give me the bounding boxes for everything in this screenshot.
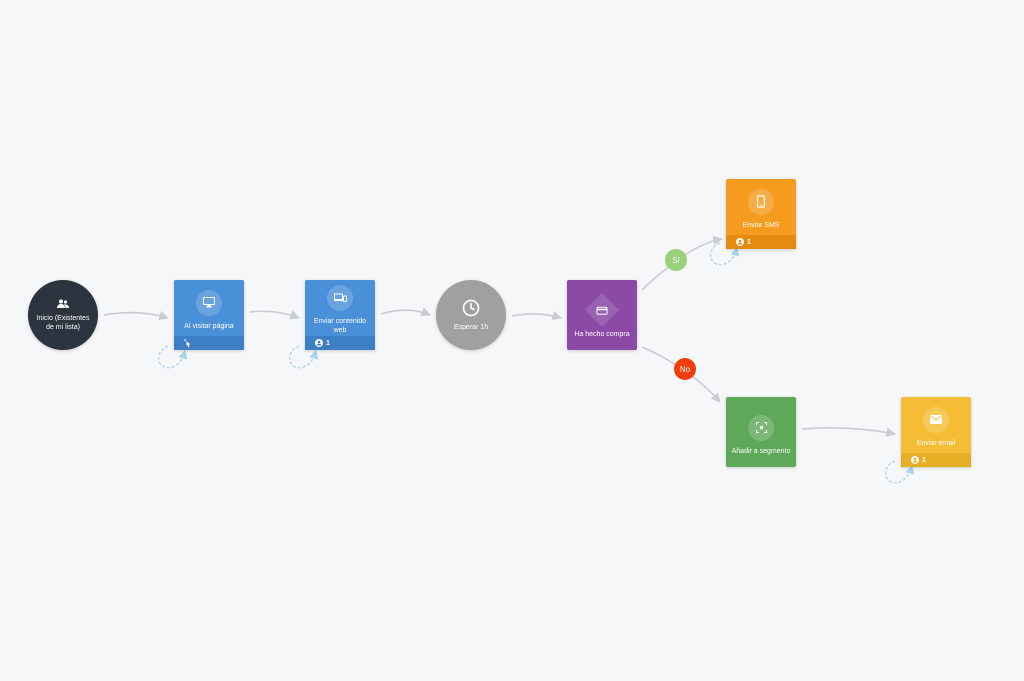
envelope-icon-badge [923,406,949,433]
devices-icon-badge [327,285,353,311]
node-visit-page[interactable]: Al visitar página [174,280,244,350]
node-purchase-check-label: Ha hecho compra [574,330,630,338]
node-send-email[interactable]: Enviar email 1 [901,397,971,467]
node-add-segment[interactable]: Añadir a segmento [726,397,796,467]
monitor-icon [203,297,215,308]
link-check-to-sms [641,235,723,291]
node-start[interactable]: Inicio (Existentes de mi lista) [28,280,98,350]
node-send-sms[interactable]: Enviar SMS 1 [726,179,796,249]
users-icon [57,299,69,308]
node-visit-page-label: Al visitar página [184,322,234,330]
segment-focus-icon-badge [748,414,774,441]
smartphone-icon-badge [748,188,774,215]
node-send-sms-footer: 1 [726,235,796,249]
node-send-email-label: Enviar email [916,439,956,447]
devices-icon [333,293,347,302]
loop-email [885,460,915,484]
node-visit-page-footer [174,336,244,350]
credit-card-icon-diamond [585,292,619,327]
branch-no-label: No [679,364,691,374]
node-web-content[interactable]: Enviar contenido web 1 [305,280,375,350]
monitor-icon-badge [196,289,222,316]
node-web-content-count: 1 [326,339,330,347]
node-wait[interactable]: Esperar 1h [436,280,506,350]
node-purchase-check[interactable]: Ha hecho compra [567,280,637,350]
user-circle-icon [911,456,919,464]
node-web-content-footer: 1 [305,336,375,350]
node-wait-label: Esperar 1h [453,323,489,331]
segment-focus-icon [755,422,767,433]
link-web-to-wait [380,307,431,317]
link-start-to-visit [103,310,169,321]
link-segment-to-email [801,426,896,438]
branch-no-badge[interactable]: No [674,358,696,380]
loop-visit [158,345,188,369]
smartphone-icon [757,195,765,208]
loop-web [289,345,319,369]
link-visit-to-web [249,310,300,320]
credit-card-icon [596,305,608,314]
loop-sms [710,242,740,266]
branch-yes-badge[interactable]: Sí [665,249,687,271]
node-send-sms-count: 1 [747,238,751,246]
node-send-sms-label: Enviar SMS [742,221,780,229]
branch-yes-label: Sí [672,255,680,265]
node-send-email-footer: 1 [901,453,971,467]
node-start-label: Inicio (Existentes de mi lista) [36,314,90,331]
link-wait-to-check [511,310,562,321]
cursor-click-icon [184,338,191,347]
user-circle-icon [736,238,744,246]
clock-icon [462,299,480,316]
envelope-icon [930,415,942,424]
node-add-segment-label: Añadir a segmento [731,447,791,455]
node-send-email-count: 1 [922,456,926,464]
user-circle-icon [315,339,323,347]
node-web-content-label: Enviar contenido web [313,318,367,334]
